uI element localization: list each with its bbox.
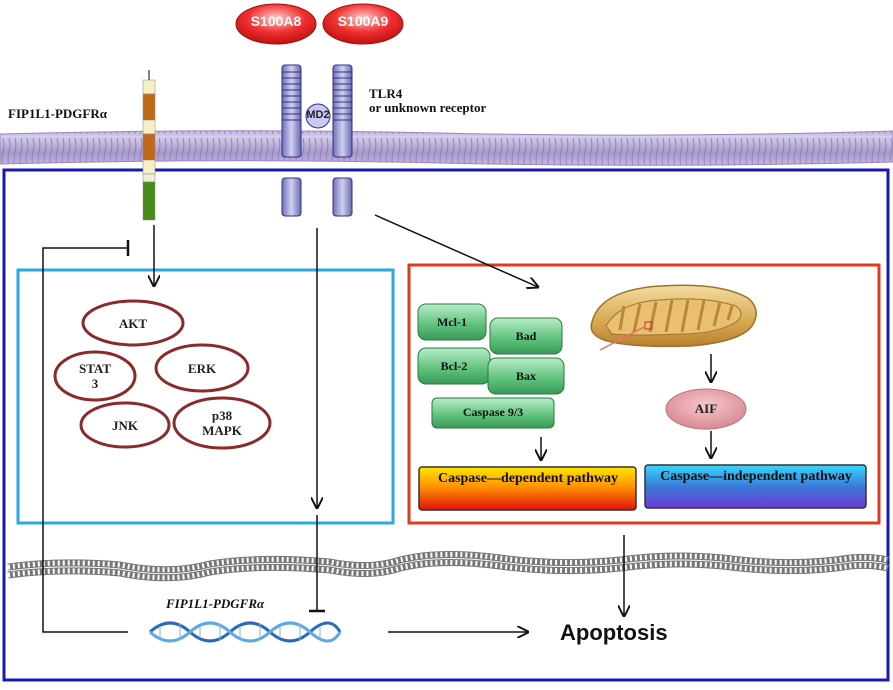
mcl1-box <box>417 303 487 341</box>
md2-coreceptor <box>305 103 331 129</box>
tlr4-label: TLR4 <box>369 86 403 101</box>
tlr4-receptor <box>281 64 353 217</box>
plasma-membrane <box>0 130 893 166</box>
apoptosis-signaling-box <box>407 263 881 525</box>
jnk-oval <box>79 401 171 449</box>
apoptosis-label: Apoptosis <box>560 620 668 645</box>
s100a8-label: S100A8 <box>250 13 302 29</box>
dna-helix-icon <box>148 621 342 643</box>
jnk-label: JNK <box>112 418 138 433</box>
bad-label: Bad <box>515 329 537 343</box>
arrow-tlr4-to-apoptosis-box <box>374 214 538 287</box>
caspase93-label: Caspase 9/3 <box>462 405 524 419</box>
aif-oval <box>665 388 747 430</box>
erk-label: ERK <box>187 361 217 376</box>
akt-label: AKT <box>118 316 148 331</box>
nuclear-membrane <box>7 550 889 582</box>
fip1l1-pdgfra-receptor <box>142 70 156 221</box>
s100a9-label: S100A9 <box>337 13 389 29</box>
connectors <box>42 214 711 633</box>
bax-label: Bax <box>515 369 536 383</box>
tlr4-sublabel: or unknown receptor <box>369 100 487 115</box>
stat3-label: STAT 3 <box>78 361 112 391</box>
caspase93-box <box>431 397 555 429</box>
p38-mapk-oval <box>172 396 272 450</box>
bad-box <box>489 317 563 355</box>
feedback-line <box>42 247 128 633</box>
md2-label: MD2 <box>306 109 330 121</box>
bcl2-label: Bcl-2 <box>440 359 468 373</box>
stat3-oval <box>53 350 137 402</box>
cell-boundary <box>2 168 890 682</box>
gene-label: FIP1L1-PDGFRα <box>166 596 265 611</box>
fusion-receptor-label: FIP1L1-PDGFRα <box>8 106 107 121</box>
bax-box <box>487 357 565 395</box>
caspase-independent-label: Caspase—independent pathway <box>660 469 852 484</box>
akt-oval <box>81 299 185 347</box>
s100a9-ligand <box>322 3 404 45</box>
aif-label: AIF <box>694 401 718 416</box>
caspase-dependent-box <box>418 466 637 511</box>
caspase-dependent-label: Caspase—dependent pathway <box>437 471 619 486</box>
survival-signaling-box <box>16 268 395 525</box>
erk-oval <box>154 343 250 393</box>
s100a8-ligand <box>235 3 317 45</box>
p38-mapk-label: p38 MAPK <box>202 408 242 438</box>
caspase-independent-box <box>644 464 867 509</box>
mitochondrion-icon <box>590 284 757 351</box>
mcl1-label: Mcl-1 <box>437 315 467 329</box>
